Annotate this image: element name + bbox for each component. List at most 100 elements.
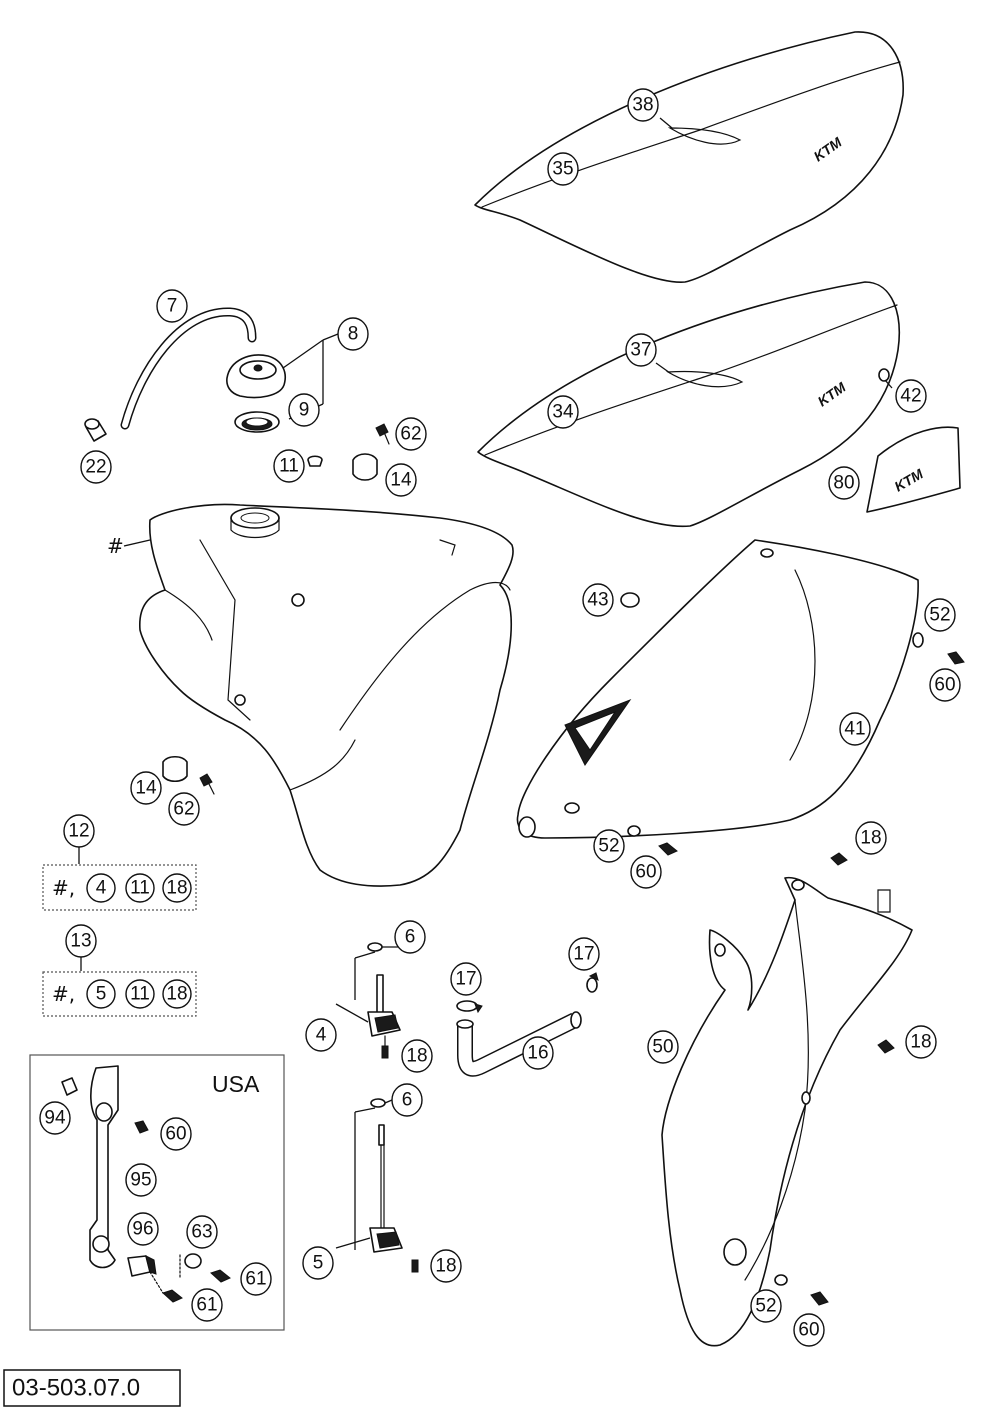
callout-35: 35 [547,152,579,186]
svg-text:4: 4 [316,1025,327,1046]
svg-text:35: 35 [552,159,573,180]
tank-hash-marker: # [107,534,124,558]
screw-18-tap5 [411,1259,419,1273]
callout-60-right: 60 [929,668,961,702]
fuel-hose-16 [456,1011,582,1077]
svg-text:95: 95 [130,1170,151,1191]
hose-clamp-17-right [586,972,599,993]
svg-text:6: 6 [405,927,416,948]
svg-text:96: 96 [132,1219,153,1240]
kit-13-prefix: #, [52,982,75,1006]
svg-text:34: 34 [552,402,574,423]
callout-80: 80 [828,466,860,500]
svg-text:41: 41 [844,719,865,740]
callout-38: 38 [627,88,659,122]
callout-18-side: 18 [905,1025,937,1059]
screw-61-upper [210,1269,231,1283]
diagram-code-box [3,1369,181,1407]
callout-52-right: 52 [924,598,956,632]
svg-text:5: 5 [313,1253,324,1274]
svg-text:9: 9 [299,400,310,421]
bushing-14-top [352,453,378,481]
svg-text:17: 17 [573,944,594,965]
svg-text:62: 62 [400,424,421,445]
callout-17-left: 17 [450,962,482,996]
screw-60-right [947,651,965,665]
svg-text:61: 61 [245,1269,266,1290]
svg-text:18: 18 [435,1256,456,1277]
diagram-code: 03-503.07.0 [12,1375,140,1402]
callout-95: 95 [125,1163,157,1197]
washer-52-mid [627,825,641,837]
callout-60-low: 60 [793,1313,825,1347]
screw-61-lower [149,1271,183,1303]
callout-11: 11 [273,449,305,483]
screw-62-lower [199,773,215,795]
callout-14-top: 14 [385,463,417,497]
callout-18-tap5: 18 [430,1249,462,1283]
callout-8: 8 [337,317,369,351]
screw-18-spoiler-top [830,852,848,866]
callout-42: 42 [895,379,927,413]
callout-18-tap4: 18 [401,1039,433,1073]
svg-text:60: 60 [635,862,656,883]
bushing-14-lower [162,755,188,783]
callout-43: 43 [582,583,614,617]
svg-text:14: 14 [390,470,412,491]
screw-62-top [375,423,390,445]
kit-13-item-18: 18 [166,984,187,1005]
callout-9: 9 [288,393,320,427]
decal-80: KTM [866,426,961,513]
callout-5: 5 [302,1246,334,1280]
seat-35 [474,31,904,283]
callout-22: 22 [80,450,112,484]
svg-text:7: 7 [167,296,178,317]
callout-41: 41 [839,712,871,746]
screw-11 [307,455,323,467]
callout-12: 12 [63,814,95,848]
svg-text:18: 18 [406,1046,427,1067]
kit-12-prefix: #, [52,876,75,900]
svg-text:60: 60 [798,1320,819,1341]
kit-12-item-11: 11 [130,878,150,899]
callout-62-top: 62 [395,417,427,451]
bracket-95 [89,1065,119,1269]
callout-50: 50 [647,1030,679,1064]
nut-96 [127,1255,157,1277]
svg-text:62: 62 [173,799,194,820]
screw-60-mid [658,842,678,856]
washer-52-low [774,1274,788,1286]
svg-text:16: 16 [527,1043,548,1064]
svg-text:94: 94 [44,1108,66,1129]
fuel-cap-8 [226,354,286,399]
washer-52-right [912,632,924,648]
svg-text:52: 52 [598,836,619,857]
callout-60-mid: 60 [630,855,662,889]
fuel-hose-7 [120,307,257,430]
svg-text:52: 52 [929,605,950,626]
svg-text:18: 18 [910,1032,931,1053]
kit-13-item-11: 11 [130,984,150,1005]
callout-63: 63 [186,1215,218,1249]
svg-text:52: 52 [755,1296,776,1317]
screw-60-usa [134,1120,149,1134]
svg-text:17: 17 [455,969,476,990]
svg-text:42: 42 [900,386,921,407]
svg-text:63: 63 [191,1222,212,1243]
callout-96: 96 [127,1212,159,1246]
callout-6-upper: 6 [394,920,426,954]
callout-94: 94 [39,1101,71,1135]
fuel-tap-4 [354,942,401,1057]
callout-62-lower: 62 [168,792,200,826]
svg-text:6: 6 [402,1090,413,1111]
svg-text:13: 13 [70,931,91,952]
screw-18-tap4 [381,1045,389,1059]
kit-13-item-5: 5 [96,984,107,1005]
svg-text:12: 12 [68,821,89,842]
svg-text:8: 8 [348,324,359,345]
svg-text:61: 61 [196,1295,217,1316]
callout-37: 37 [625,333,657,367]
fuel-tap-5 [354,1098,403,1253]
side-cover-41 [516,539,919,839]
